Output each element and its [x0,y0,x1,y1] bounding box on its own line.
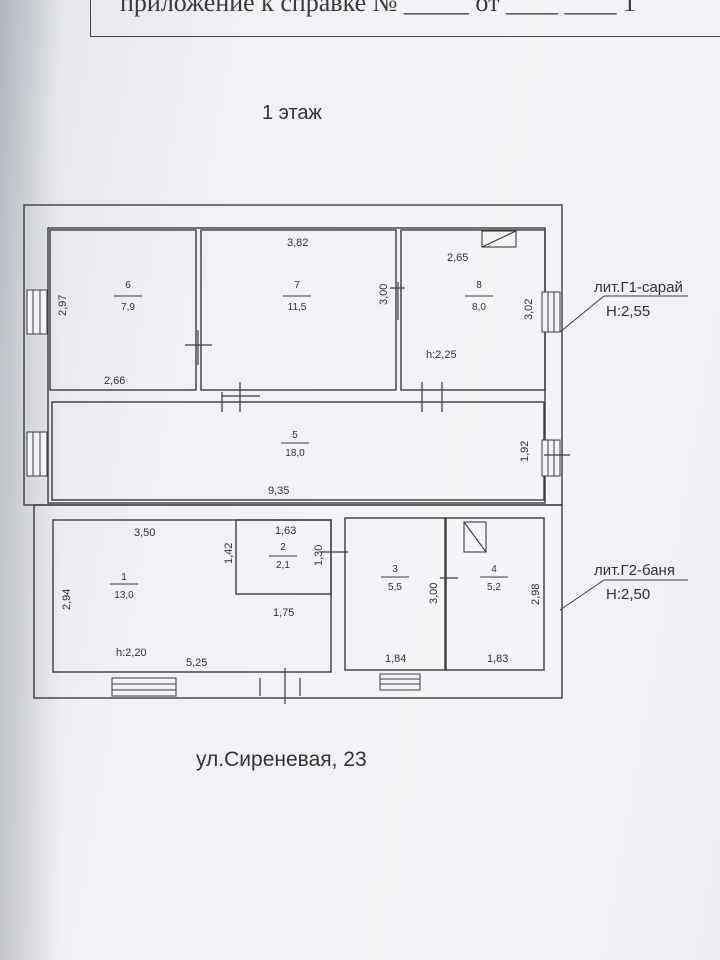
lower-outer-wall [33,504,563,699]
stove-room-8 [481,230,517,248]
window-east-1 [541,291,561,333]
g1-height: H:2,55 [606,303,650,320]
room-6-number: 6 [125,280,131,291]
leader-g1 [559,295,605,333]
dim-room4-width: 1,83 [487,653,508,665]
room-7-number: 7 [294,280,300,291]
dim-room8-height: 3,02 [523,299,535,320]
stove-room-4 [463,521,487,553]
dim-room1-bottom: 5,25 [186,657,207,669]
dim-room3-width: 1,84 [385,653,406,665]
room-8-number: 8 [476,280,482,291]
room-4-area: 5,2 [487,582,501,593]
room-8-area: 8,0 [472,302,486,313]
dim-height-lower: h:2,20 [116,647,147,659]
floor-title: 1 этаж [262,102,322,124]
dim-room6-width: 2,66 [104,375,125,387]
dim-room5-height: 1,92 [519,441,531,462]
room-5-area: 18,0 [285,448,305,459]
room-1-area: 13,0 [114,590,134,601]
window-west-1 [26,289,48,335]
house-outer-wall [23,204,563,506]
dim-room2-bottom: 1,75 [273,607,294,619]
dim-room2-width: 1,63 [275,525,296,537]
dim-room6-height: 2,97 [57,295,69,316]
certificate-header: приложение к справке № _____ от ____ ___… [120,0,636,17]
room-3-area: 5,5 [388,582,402,593]
header-frame [90,0,720,37]
leader-g2 [559,579,605,611]
room-5-number: 5 [292,430,298,441]
room-6-area: 7,9 [121,302,135,313]
g2-height: H:2,50 [606,586,650,603]
window-south-2 [379,673,421,691]
room-2-area: 2,1 [276,560,290,571]
dim-room7-width: 3,82 [287,237,308,249]
room-6-outline [49,229,197,391]
room-3-number: 3 [392,564,398,575]
dim-room3-height: 3,00 [428,583,440,604]
window-south-1 [111,677,177,697]
room-4-number: 4 [491,564,497,575]
dim-room1-width: 3,50 [134,527,155,539]
house-inner-wall [47,227,546,504]
window-east-2 [541,439,561,477]
dim-room5-width: 9,35 [268,485,289,497]
g2-name: лит.Г2-баня [594,562,675,579]
dim-room2-side: 1,30 [313,545,325,566]
dim-room7-height: 3,00 [378,284,390,305]
room-3-outline [344,517,446,671]
window-west-2 [26,431,48,477]
room-1-outline [52,519,332,673]
dim-room4-height: 2,98 [530,584,542,605]
dim-height-upper: h:2,25 [426,349,457,361]
room-4-outline [445,517,545,671]
room-1-number: 1 [121,572,127,583]
dim-room1-height: 2,94 [61,589,73,610]
room-2-number: 2 [280,542,286,553]
dim-room8-width: 2,65 [447,252,468,264]
room-7-outline [200,229,397,391]
room-2-outline [235,519,332,595]
room-7-area: 11,5 [288,302,307,313]
dim-room2-height: 1,42 [223,543,235,564]
street-address: ул.Сиреневая, 23 [196,748,367,771]
g1-name: лит.Г1-сарай [594,279,683,296]
